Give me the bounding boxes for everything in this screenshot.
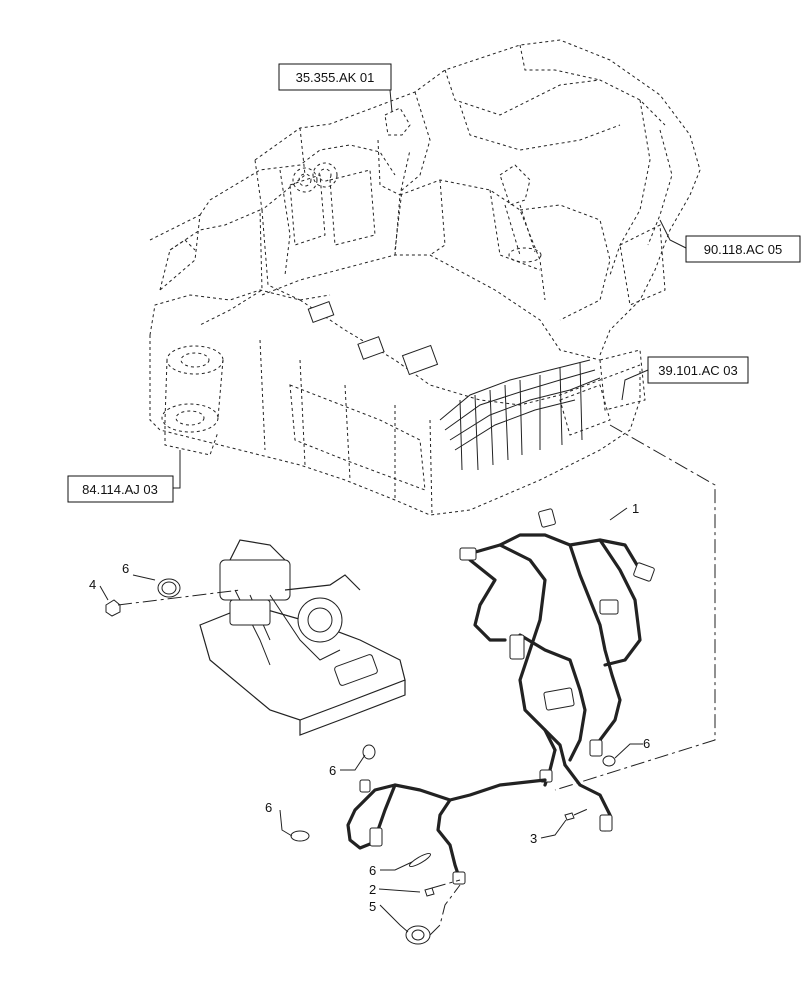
callout-6-d: 6 (643, 736, 650, 751)
callout-5: 5 (369, 899, 376, 914)
callout-6-a: 6 (122, 561, 129, 576)
machine-frame-phantom (149, 39, 701, 516)
o-ring-6-d (602, 755, 616, 767)
callout-6-e: 6 (369, 863, 376, 878)
o-ring-6-b (362, 744, 376, 760)
sub-wiring-harness (346, 778, 547, 885)
ref-label-84-114: 84.114.AJ 03 (82, 482, 158, 497)
leader-lines (99, 89, 687, 933)
callout-2: 2 (369, 882, 376, 897)
callout-3: 3 (530, 831, 537, 846)
callout-4: 4 (89, 577, 96, 592)
ref-label-35-355: 35.355.AK 01 (296, 70, 375, 85)
sleeve-6-e (409, 852, 431, 868)
ref-label-39-101: 39.101.AC 03 (658, 363, 738, 378)
ref-box-90-118: 90.118.AC 05 (685, 235, 801, 263)
ref-box-39-101: 39.101.AC 03 (647, 356, 749, 384)
callout-6-b: 6 (329, 763, 336, 778)
valve-subassembly (199, 539, 406, 736)
callout-1: 1 (632, 501, 639, 516)
fastener-4 (105, 599, 121, 617)
installed-harness-detail (307, 301, 601, 471)
o-ring-6-c (290, 830, 310, 842)
assembly-guide-lines (117, 424, 716, 936)
callout-6-c: 6 (265, 800, 272, 815)
main-wiring-harness (459, 508, 655, 832)
ref-box-84-114: 84.114.AJ 03 (67, 475, 174, 503)
screw-3 (564, 812, 575, 821)
screw-2 (424, 887, 435, 897)
ref-box-35-355: 35.355.AK 01 (278, 63, 392, 91)
ref-label-90-118: 90.118.AC 05 (704, 242, 783, 257)
